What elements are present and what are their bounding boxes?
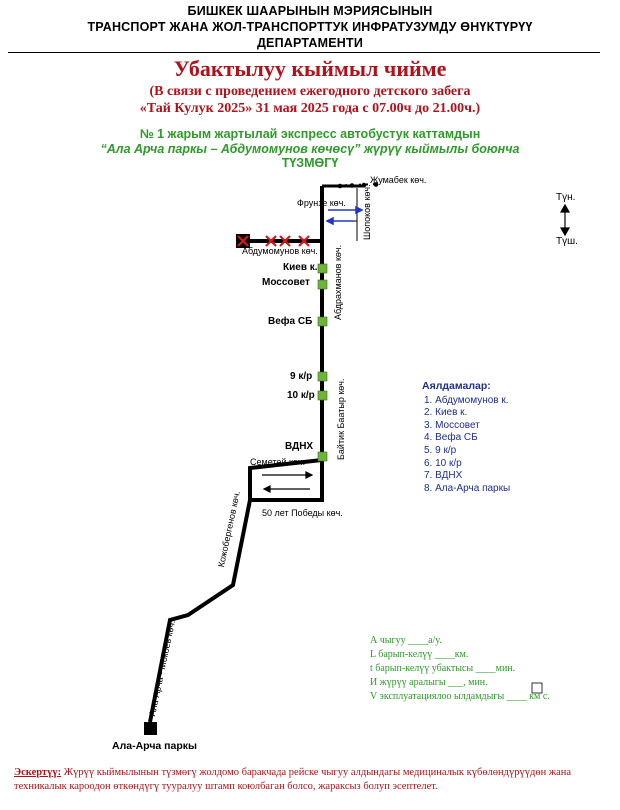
param-l: L барып-келүү ____км.: [370, 649, 469, 660]
street-semetey: Семетей көч.: [250, 457, 306, 467]
legend-item: 4. Вефа СБ: [424, 432, 478, 444]
footnote: Эскертүү: Жүрүү кыймылынын түзмөгү жолдо…: [14, 766, 608, 794]
legend-title: Аялдамалар:: [422, 380, 491, 392]
route-title-2: “Ала Арча паркы – Абдумомунов көчөсү” жү…: [100, 142, 520, 156]
stop-kiev: Киев к.: [283, 262, 318, 273]
street-baytik: Байтик Баатыр көч.: [336, 378, 346, 460]
legend-item: 2. Киев к.: [424, 407, 468, 419]
stop-10kr: 10 к/р: [287, 390, 315, 401]
compass-arrow: [559, 203, 571, 237]
legend-item: 1. Абдумомунов к.: [424, 394, 509, 406]
legend-item: 5. 9 к/р: [424, 444, 457, 456]
header-line-1: БИШКЕК ШААРЫНЫН МЭРИЯСЫНЫН: [187, 4, 433, 18]
route-line: [148, 186, 324, 723]
route-params: А чыгуу ____а/у. L барып-келүү ____км. t…: [370, 634, 610, 704]
legend-item: 8. Ала-Арча паркы: [424, 482, 511, 494]
loop-arrows: [262, 471, 314, 493]
page-subtitle-1: (В связи с проведением ежегодного детско…: [149, 84, 471, 99]
page-title: Убактылуу кыймыл чийме: [173, 56, 447, 81]
route-title-1: № 1 жарым жартылай экспресс автобустук к…: [139, 127, 481, 141]
route-title-3: ТҮЗМӨГҮ: [281, 156, 339, 170]
compass-north: Түн.: [556, 192, 576, 203]
stop-markers: [317, 263, 328, 462]
stop-vdnh: ВДНХ: [285, 441, 314, 452]
legend-item: 6. 10 к/р: [424, 457, 462, 469]
street-zhumabek: Жумабек көч.: [370, 175, 427, 185]
compass-south: Түш.: [556, 236, 578, 247]
detour-arrows: [325, 205, 364, 226]
stamp-box: [531, 682, 543, 694]
footnote-label: Эскертүү:: [14, 767, 62, 778]
street-shopokov: Шопоков көч.: [362, 184, 372, 240]
terminus-marker: [144, 722, 157, 735]
route-loop: [250, 460, 324, 502]
street-abdumomunov: Абдумомунов көч.: [242, 246, 318, 256]
stop-vefa: Вефа СБ: [268, 316, 313, 327]
page-subtitle-2: «Тай Кулук 2025» 31 мая 2025 года с 07.0…: [139, 101, 481, 116]
param-a: А чыгуу ____а/у.: [370, 635, 442, 646]
legend-item: 7. ВДНХ: [424, 470, 463, 482]
stop-mossovet: Моссовет: [262, 277, 310, 288]
stop-ala-archa: Ала-Арча паркы: [112, 740, 197, 752]
param-i: И жүрүү аралыгы ___, мин.: [370, 677, 488, 688]
header-line-2: ТРАНСПОРТ ЖАНА ЖОЛ-ТРАНСПОРТТУК ИНФРАТУЗ…: [87, 20, 533, 34]
street-abdrakhmanov: Абдрахманов көч.: [333, 244, 343, 320]
header-line-3: ДЕПАРТАМЕНТИ: [256, 36, 364, 50]
closed-x-marks: [237, 235, 310, 247]
stop-9kr: 9 к/р: [290, 371, 313, 382]
footnote-text: Жүрүү кыймылынын түзмөгү жолдомо баракча…: [14, 767, 572, 792]
street-frunze: Фрунзе көч.: [297, 198, 346, 208]
stops-legend: Аялдамалар: 1. Абдумомунов к. 2. Киев к.…: [422, 380, 602, 495]
header-divider: [8, 52, 600, 53]
street-pobedy: 50 лет Победы көч.: [262, 508, 343, 518]
param-t: t барып-келүү убактысы ____мин.: [370, 663, 516, 674]
param-v: V эксплуатациялоо ылдамдыгы ____ км с.: [370, 691, 550, 702]
legend-item: 3. Моссовет: [424, 419, 480, 431]
